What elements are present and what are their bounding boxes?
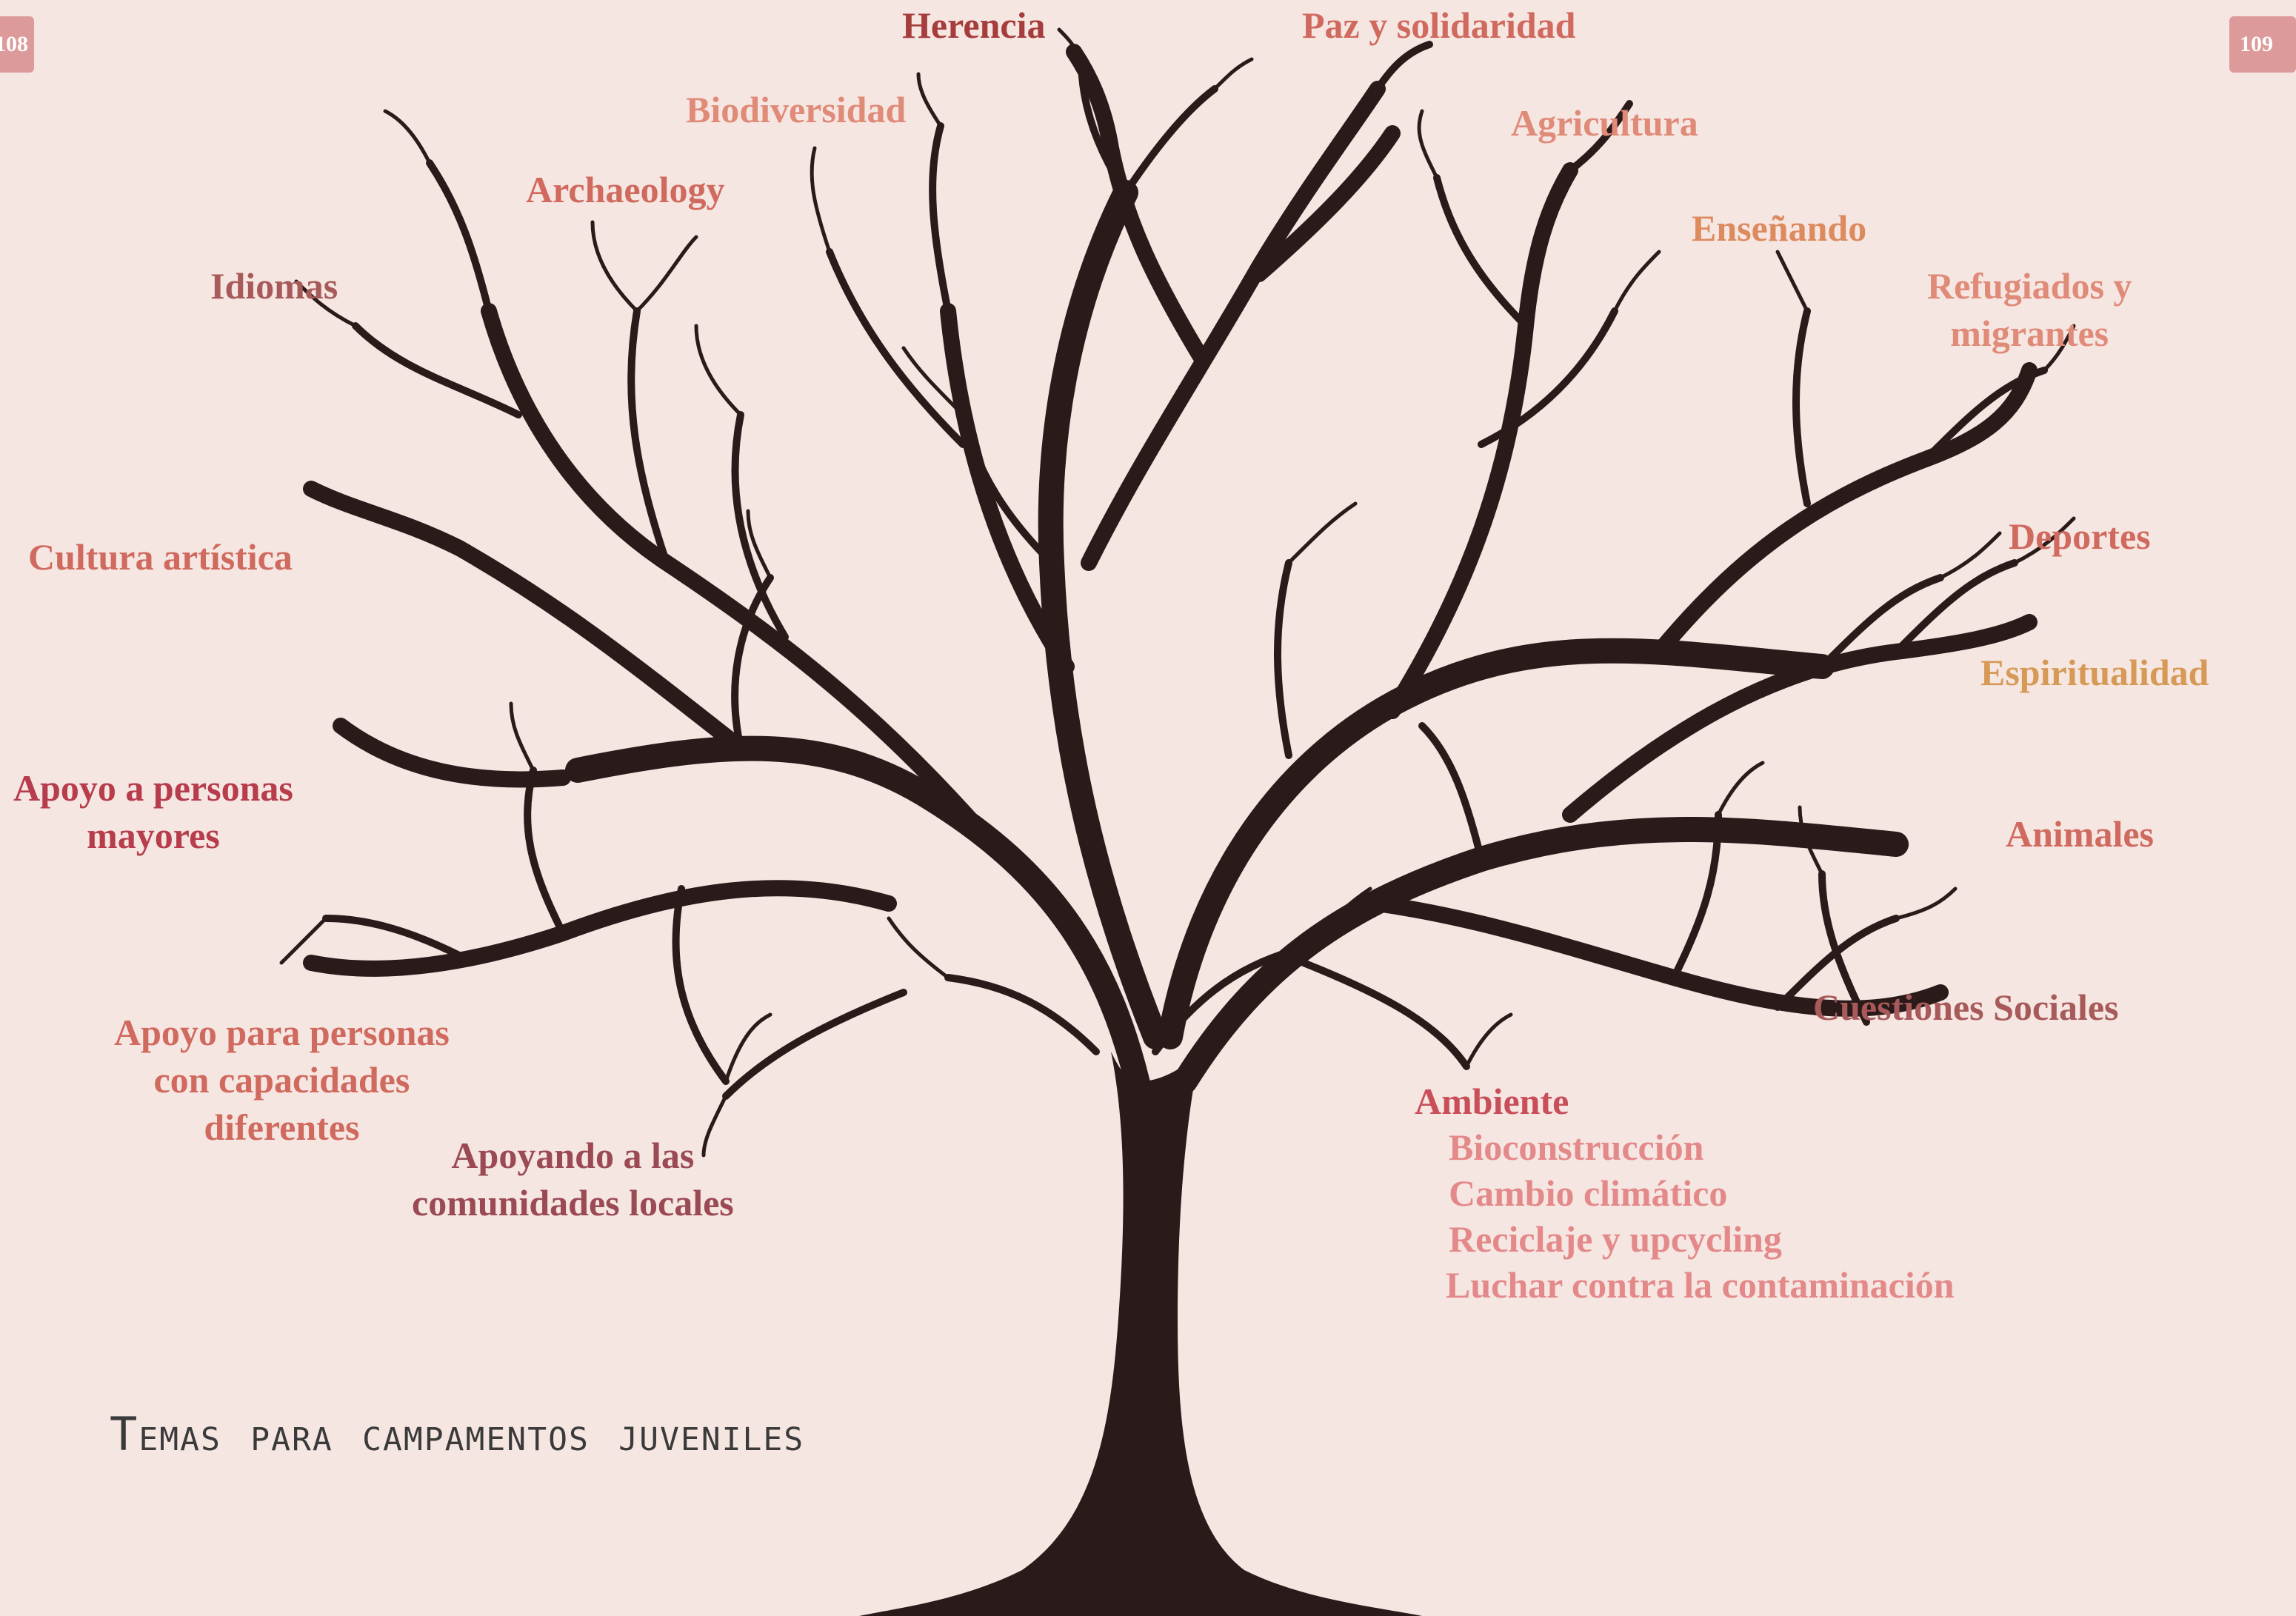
topic-animales: Animales bbox=[2006, 813, 2154, 855]
subtopic-cambio-climatico: Cambio climático bbox=[1449, 1172, 1728, 1214]
subtopic-contaminacion: Luchar contra la contaminación bbox=[1446, 1264, 1955, 1306]
topic-line: con capacidades bbox=[153, 1059, 410, 1101]
topic-ambiente: Ambiente bbox=[1415, 1081, 1569, 1122]
topic-line: mayores bbox=[87, 815, 220, 856]
topic-herencia: Herencia bbox=[902, 4, 1046, 46]
topic-archaeology: Archaeology bbox=[526, 169, 725, 210]
page-title: Temas para campamentos juveniles bbox=[110, 1407, 805, 1461]
topic-apoyo-personas-mayores: Apoyo a personas mayores bbox=[13, 764, 293, 859]
subtopic-reciclaje: Reciclaje y upcycling bbox=[1449, 1218, 1782, 1260]
topic-line: migrantes bbox=[1950, 313, 2109, 354]
topic-line: comunidades locales bbox=[412, 1182, 734, 1223]
topic-line: diferentes bbox=[204, 1106, 360, 1148]
topic-ambiente-group: Ambiente Bioconstrucción Cambio climátic… bbox=[1415, 1078, 1955, 1308]
topic-espiritualidad: Espiritualidad bbox=[1980, 652, 2209, 693]
topic-line: Refugiados y bbox=[1927, 265, 2132, 307]
topic-idiomas: Idiomas bbox=[210, 265, 338, 307]
topic-comunidades-locales: Apoyando a las comunidades locales bbox=[412, 1132, 734, 1226]
page-number-left: 108 bbox=[0, 16, 34, 73]
subtopic-bioconstruccion: Bioconstrucción bbox=[1449, 1126, 1704, 1168]
topic-capacidades-diferentes: Apoyo para personas con capacidades dife… bbox=[114, 1009, 450, 1151]
page-number-right: 109 bbox=[2229, 16, 2296, 73]
topic-paz-y-solidaridad: Paz y solidaridad bbox=[1302, 4, 1576, 46]
topic-line: Apoyo para personas bbox=[114, 1012, 450, 1053]
topic-line: Apoyo a personas bbox=[13, 767, 293, 809]
topic-biodiversidad: Biodiversidad bbox=[686, 89, 907, 130]
topic-cultura-artistica: Cultura artística bbox=[28, 536, 293, 578]
topic-agricultura: Agricultura bbox=[1511, 102, 1698, 144]
topic-deportes: Deportes bbox=[2009, 515, 2151, 557]
topic-refugiados-y-migrantes: Refugiados y migrantes bbox=[1927, 262, 2132, 357]
topic-line: Apoyando a las bbox=[451, 1135, 695, 1176]
topic-cuestiones-sociales: Cuestiones Sociales bbox=[1813, 986, 2119, 1028]
topic-ensenando: Enseñando bbox=[1692, 207, 1867, 249]
